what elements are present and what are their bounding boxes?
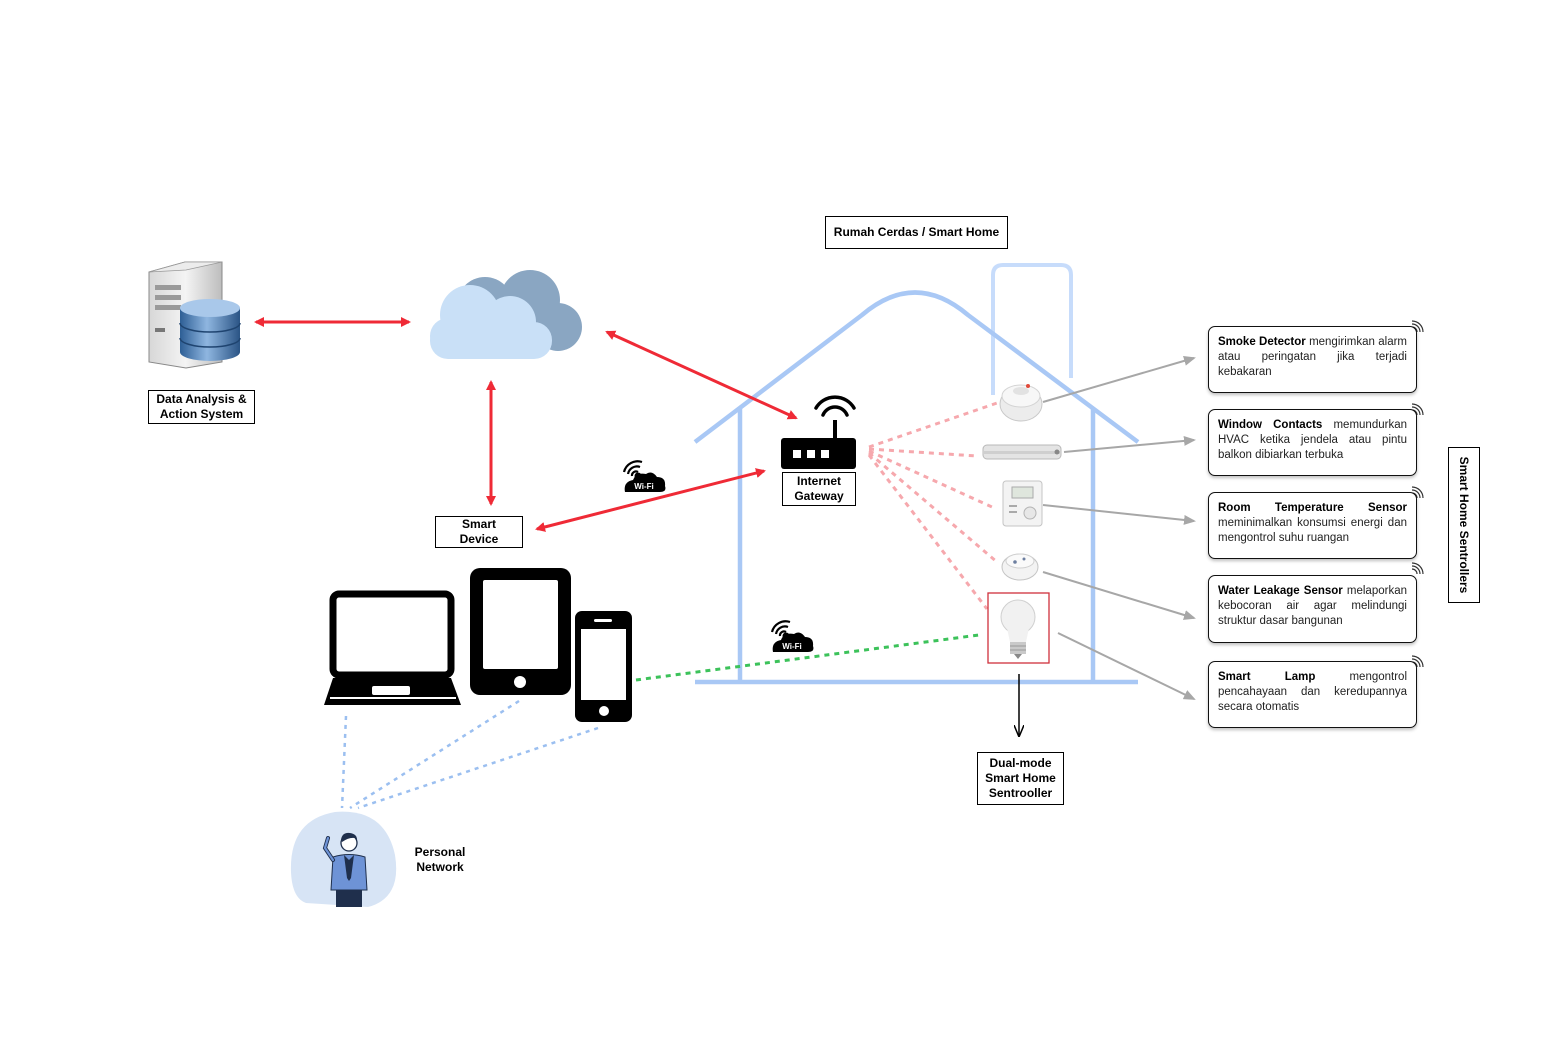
dual-mode-label: Dual-mode Smart Home Sentrooller bbox=[977, 752, 1064, 805]
personal-network-label: Personal Network bbox=[405, 845, 475, 875]
smoke-detector-icon bbox=[999, 384, 1043, 422]
person-icon bbox=[290, 811, 397, 907]
dual-mode-line-1: Dual-mode bbox=[989, 756, 1052, 770]
device-card-desc: melaporkan kebocoran air agar melindungi… bbox=[1218, 585, 1407, 627]
server-database-icon bbox=[148, 261, 241, 369]
personal-network-line-1: Personal bbox=[414, 845, 466, 859]
wifi-badge-icon: Wi-Fi bbox=[622, 460, 666, 492]
phone-icon bbox=[575, 611, 632, 722]
cloud-icon bbox=[430, 270, 582, 359]
smart-device-label: Smart Device bbox=[435, 516, 523, 548]
internet-gateway-label: Internet Gateway bbox=[782, 472, 856, 506]
thermostat-icon bbox=[1002, 480, 1043, 527]
dual-mode-line-2: Smart Home bbox=[985, 771, 1056, 785]
device-card-smoke-detector: Smoke Detector mengirimkan alarm atau pe… bbox=[1208, 326, 1417, 393]
phone-lamp-link bbox=[635, 633, 980, 682]
signal-icon bbox=[1411, 562, 1424, 575]
data-analysis-line-2: Action System bbox=[159, 407, 244, 421]
svg-text:Wi-Fi: Wi-Fi bbox=[634, 482, 653, 491]
arrow-cloud-gateway bbox=[605, 330, 798, 420]
smart-home-sentrollers-text: Smart Home Sentrollers bbox=[1457, 456, 1471, 594]
data-analysis-label: Data Analysis & Action System bbox=[148, 390, 255, 424]
device-card-desc: meminimalkan konsumsi energi dan mengont… bbox=[1218, 517, 1407, 544]
water-leak-sensor-icon bbox=[1001, 553, 1039, 581]
personal-network-line-2: Network bbox=[416, 860, 464, 874]
device-card-water-leakage: Water Leakage Sensor melaporkan kebocora… bbox=[1208, 575, 1417, 643]
tablet-icon bbox=[470, 568, 571, 695]
internet-gateway-line-1: Internet bbox=[796, 474, 841, 488]
device-card-arrows bbox=[1042, 355, 1196, 700]
smart-home-sentrollers-label: Smart Home Sentrollers bbox=[1448, 447, 1480, 603]
router-icon bbox=[781, 395, 856, 469]
internet-gateway-line-2: Gateway bbox=[794, 489, 844, 503]
device-card-desc: memundurkan HVAC ketika jendela atau pin… bbox=[1218, 419, 1407, 461]
laptop-icon bbox=[324, 590, 461, 705]
red-arrows bbox=[254, 317, 798, 532]
arrow-smartdevice-gateway bbox=[535, 468, 766, 532]
device-card-title: Smart Lamp bbox=[1218, 671, 1316, 683]
smart-lamp-icon bbox=[987, 592, 1050, 664]
window-contact-icon bbox=[982, 444, 1062, 460]
gateway-device-links bbox=[867, 400, 1001, 610]
svg-text:Wi-Fi: Wi-Fi bbox=[782, 642, 801, 651]
dual-mode-line-3: Sentrooller bbox=[988, 786, 1053, 800]
house-outline bbox=[693, 263, 1140, 685]
data-analysis-line-1: Data Analysis & bbox=[156, 392, 247, 406]
wifi-badge-icon: Wi-Fi bbox=[770, 620, 814, 652]
smart-home-title: Rumah Cerdas / Smart Home bbox=[825, 216, 1008, 249]
device-card-desc: mengirimkan alarm atau peringatan jika t… bbox=[1218, 336, 1407, 378]
device-card-smart-lamp: Smart Lamp mengontrol pencahayaan dan ke… bbox=[1208, 661, 1417, 728]
personal-network-links bbox=[340, 699, 599, 810]
device-card-title: Room Temperature Sensor bbox=[1218, 502, 1407, 514]
device-card-window-contacts: Window Contacts memundurkan HVAC ketika … bbox=[1208, 409, 1417, 476]
device-card-room-temperature: Room Temperature Sensor meminimalkan kon… bbox=[1208, 492, 1417, 559]
device-card-desc: mengontrol pencahayaan dan keredupannya … bbox=[1218, 671, 1408, 713]
device-card-title: Water Leakage Sensor bbox=[1218, 585, 1343, 597]
device-card-title: Window Contacts bbox=[1218, 419, 1323, 431]
device-card-title: Smoke Detector bbox=[1218, 336, 1306, 348]
